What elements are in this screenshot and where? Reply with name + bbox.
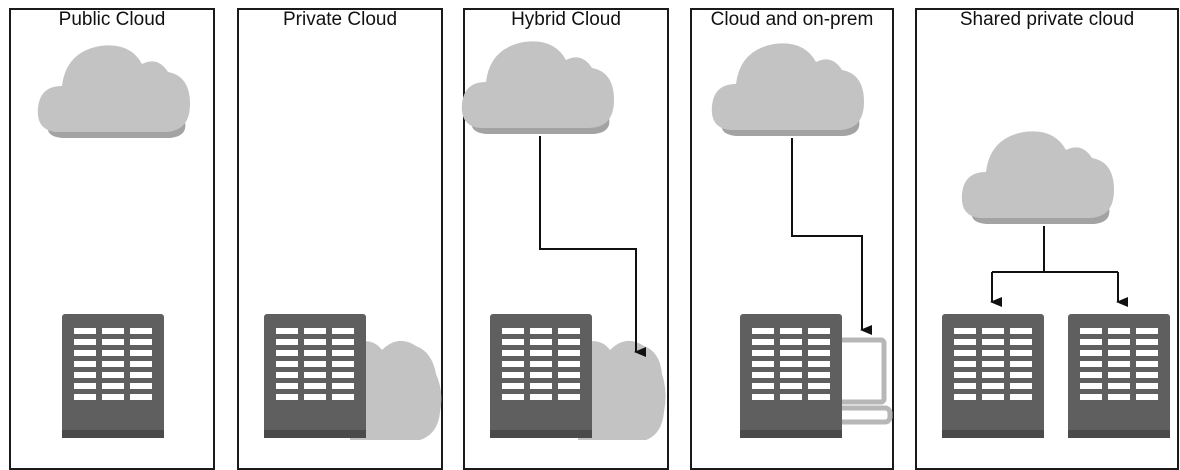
panel-title-private-cloud: Private Cloud	[282, 9, 398, 30]
panel-title-public-cloud: Public Cloud	[58, 9, 166, 30]
building-icon	[62, 314, 164, 438]
cloud-icon	[961, 131, 1114, 224]
cloud-icon	[37, 45, 191, 138]
cloud-icon	[461, 41, 614, 134]
connection-arrow	[539, 136, 646, 357]
cloud-icon	[350, 340, 442, 440]
building-icon	[1068, 314, 1170, 438]
cloud-icon	[578, 340, 666, 440]
connection-arrow	[990, 226, 1128, 307]
connection-arrow	[791, 138, 872, 335]
building-icon	[942, 314, 1044, 438]
building-icon	[490, 314, 592, 438]
building-icon	[740, 314, 842, 438]
laptop-icon	[825, 337, 893, 425]
building-icon	[264, 314, 366, 438]
panel-title-cloud-and-on-prem: Cloud and on-prem	[710, 9, 874, 30]
panel-title-hybrid-cloud: Hybrid Cloud	[511, 9, 621, 30]
cloud-icon	[711, 43, 864, 136]
panel-title-shared-private-cloud: Shared private cloud	[959, 9, 1135, 30]
